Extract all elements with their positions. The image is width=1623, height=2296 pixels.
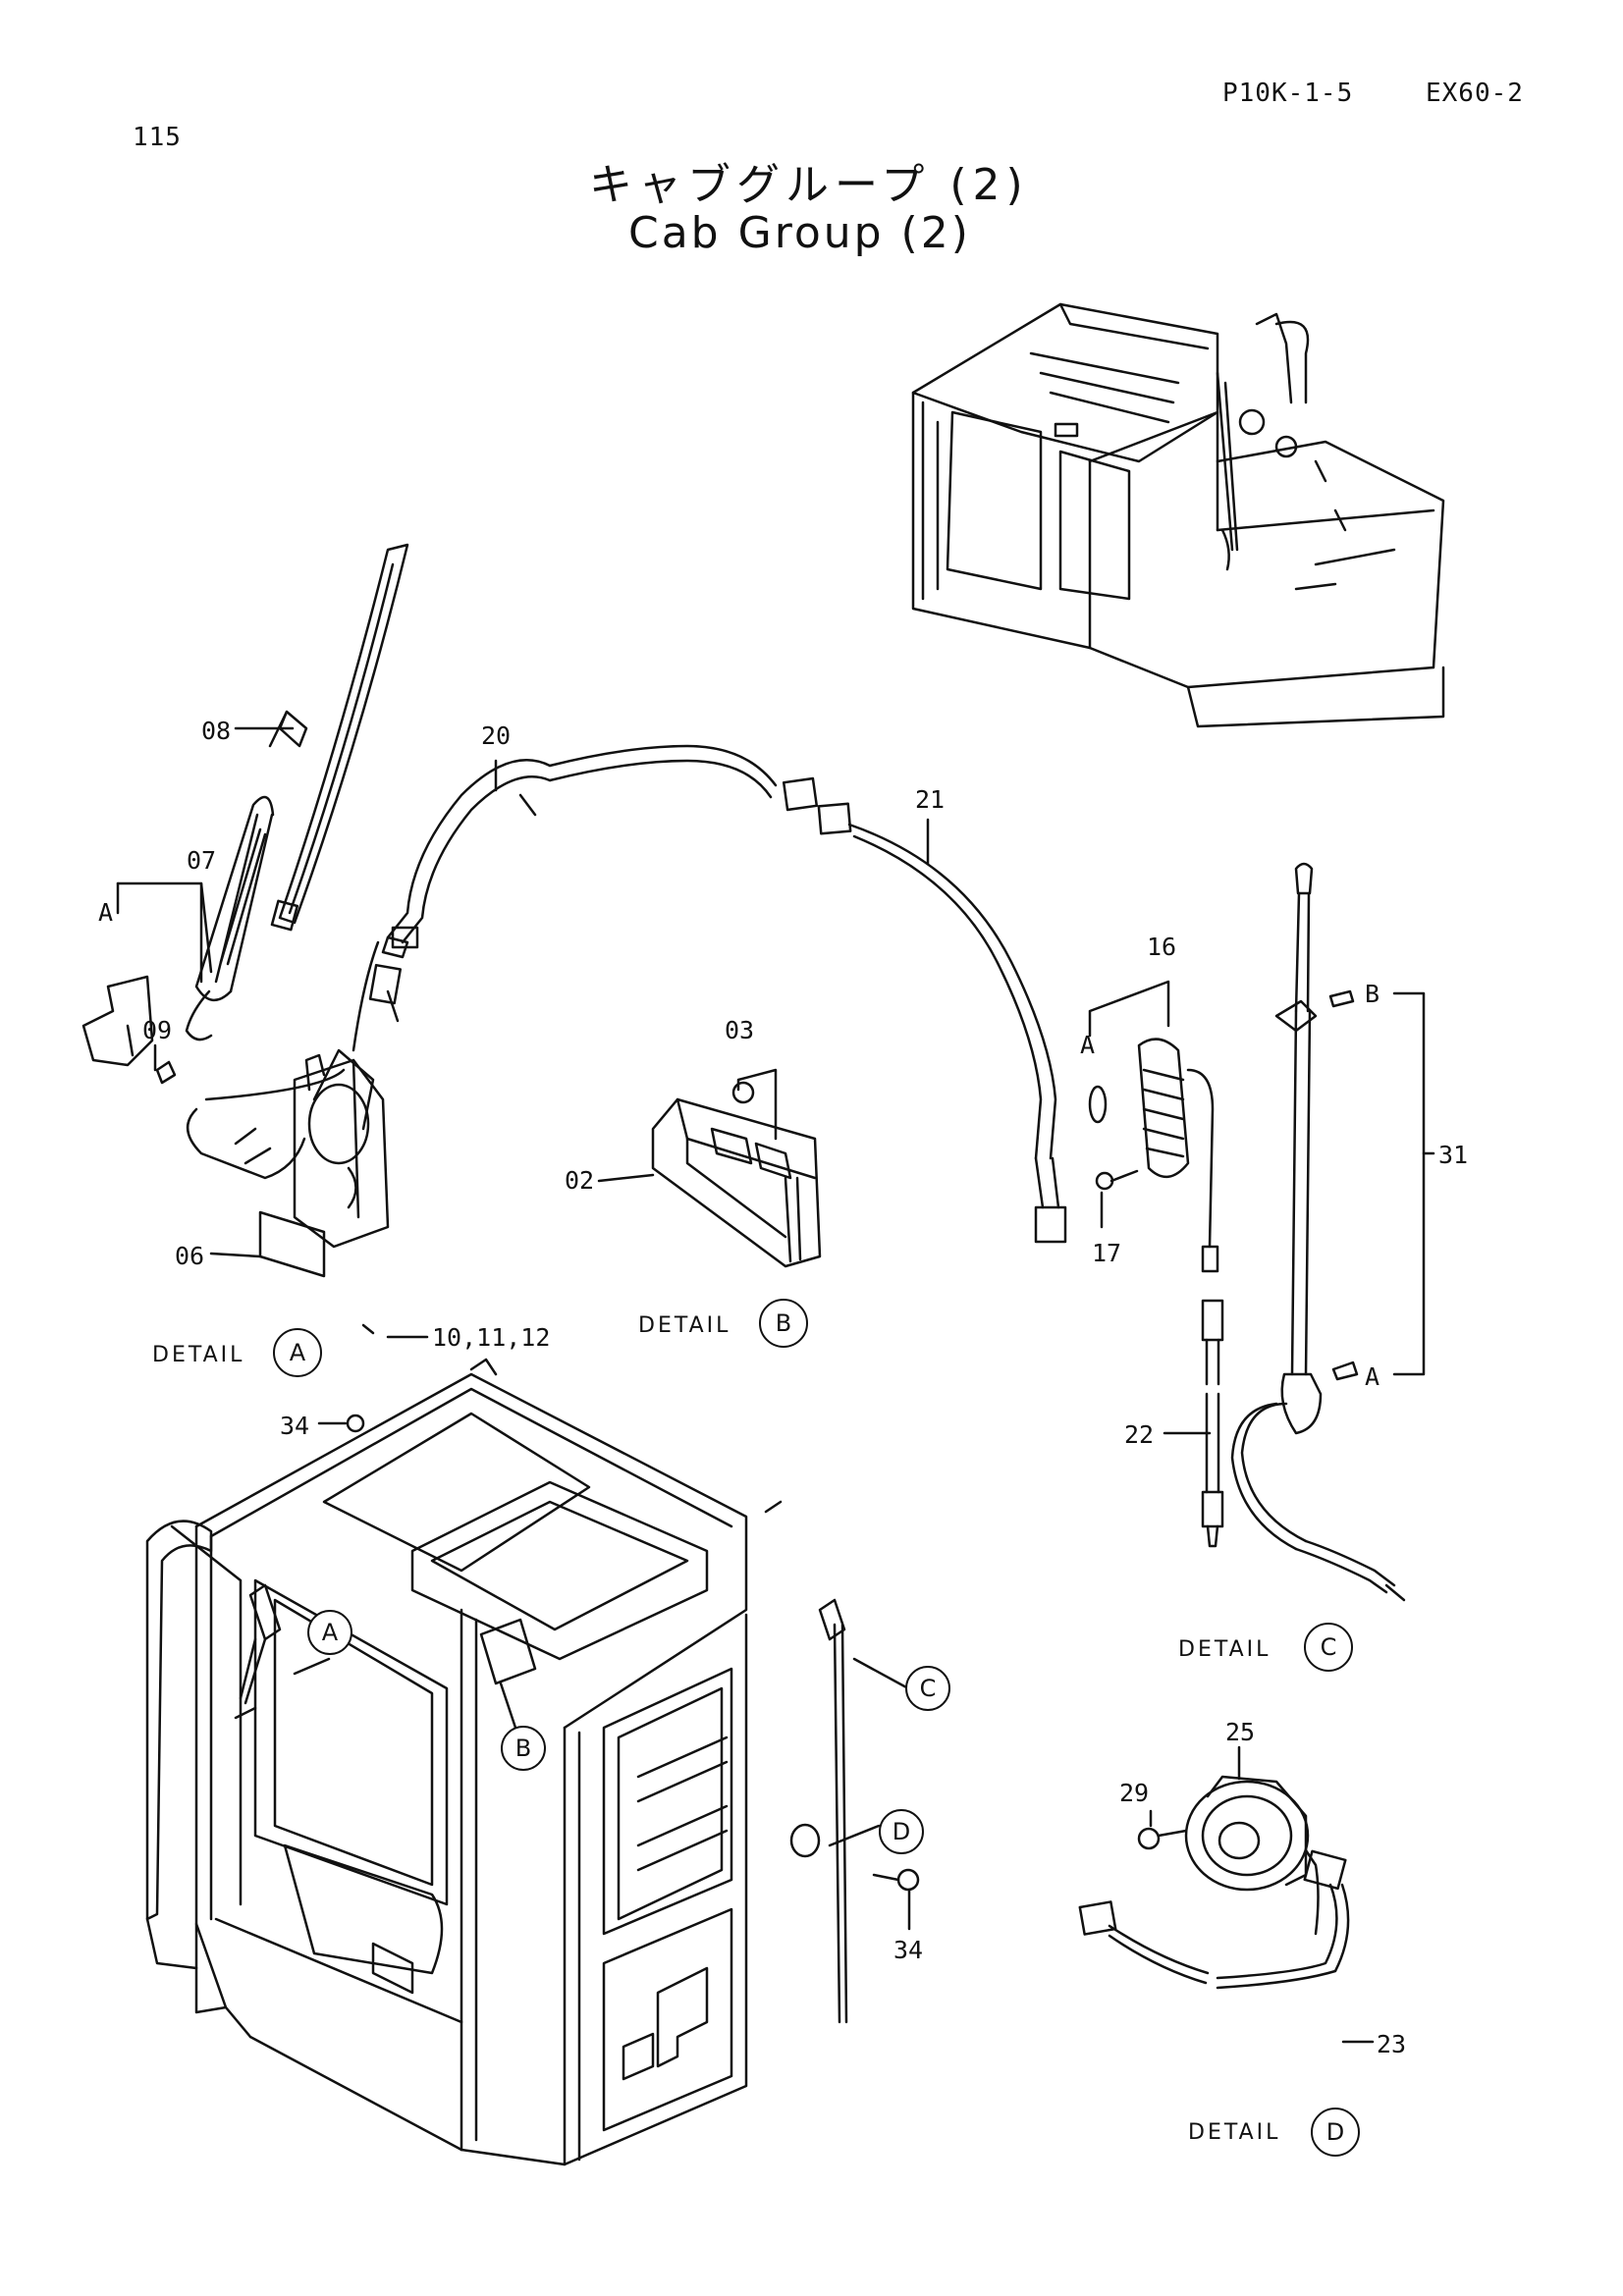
harness-21-drawing [817, 802, 1067, 1244]
wiper-blade-drawing [81, 543, 409, 1278]
callout-20: 20 [481, 721, 512, 750]
detail-a-label: DETAIL [152, 1343, 245, 1367]
cab-light-drawing [651, 1081, 822, 1268]
cab-marker-b: B [501, 1726, 546, 1771]
harness-23-drawing [1078, 1849, 1350, 1990]
excavator-overview-drawing [911, 302, 1445, 728]
model-code: EX60-2 [1426, 79, 1524, 108]
cable-22-drawing [1201, 1299, 1224, 1548]
detail-d-label: DETAIL [1188, 2120, 1281, 2145]
callout-ref-a-lamp: A [1080, 1031, 1096, 1059]
callout-25: 25 [1225, 1718, 1256, 1746]
callout-17: 17 [1092, 1239, 1122, 1267]
callout-09: 09 [142, 1016, 173, 1044]
callout-21: 21 [915, 785, 946, 814]
detail-d-circle: D [1311, 2108, 1360, 2157]
page-number: 115 [133, 123, 182, 152]
callout-08: 08 [201, 717, 232, 745]
callout-23: 23 [1377, 2030, 1407, 2058]
callout-34-top: 34 [280, 1412, 310, 1440]
cab-body-drawing [145, 1358, 920, 2166]
callout-ref-b-antenna: B [1365, 980, 1380, 1008]
harness-20-drawing [381, 744, 819, 959]
document-code: P10K-1-5 [1222, 79, 1354, 108]
callout-29: 29 [1119, 1779, 1150, 1807]
detail-c-circle: C [1304, 1623, 1353, 1672]
callout-ref-a-wiper: A [98, 898, 114, 927]
page-title-english: Cab Group (2) [628, 208, 971, 258]
callout-34-bottom: 34 [893, 1936, 924, 1964]
detail-c-label: DETAIL [1178, 1637, 1271, 1662]
callout-03: 03 [725, 1016, 755, 1044]
callout-06: 06 [175, 1242, 205, 1270]
callout-22: 22 [1124, 1420, 1155, 1449]
detail-b-label: DETAIL [638, 1313, 731, 1338]
cab-marker-a: A [307, 1610, 352, 1655]
leader-lines [116, 726, 1435, 2044]
callout-16: 16 [1147, 933, 1177, 961]
page-title-japanese: キャブグループ (2) [589, 160, 1029, 210]
detail-a-circle: A [273, 1328, 322, 1377]
cab-marker-d: D [879, 1809, 924, 1854]
callout-02: 02 [565, 1166, 595, 1195]
antenna-drawing [1230, 862, 1406, 1602]
detail-b-circle: B [759, 1299, 808, 1348]
callout-31: 31 [1438, 1141, 1469, 1169]
interior-lamp-drawing [1088, 1038, 1219, 1273]
cab-marker-c: C [905, 1666, 950, 1711]
callout-10-11-12: 10,11,12 [432, 1323, 551, 1352]
callout-ref-a-antenna: A [1365, 1362, 1380, 1391]
callout-07: 07 [187, 846, 217, 875]
speaker-drawing [1137, 1775, 1320, 1936]
